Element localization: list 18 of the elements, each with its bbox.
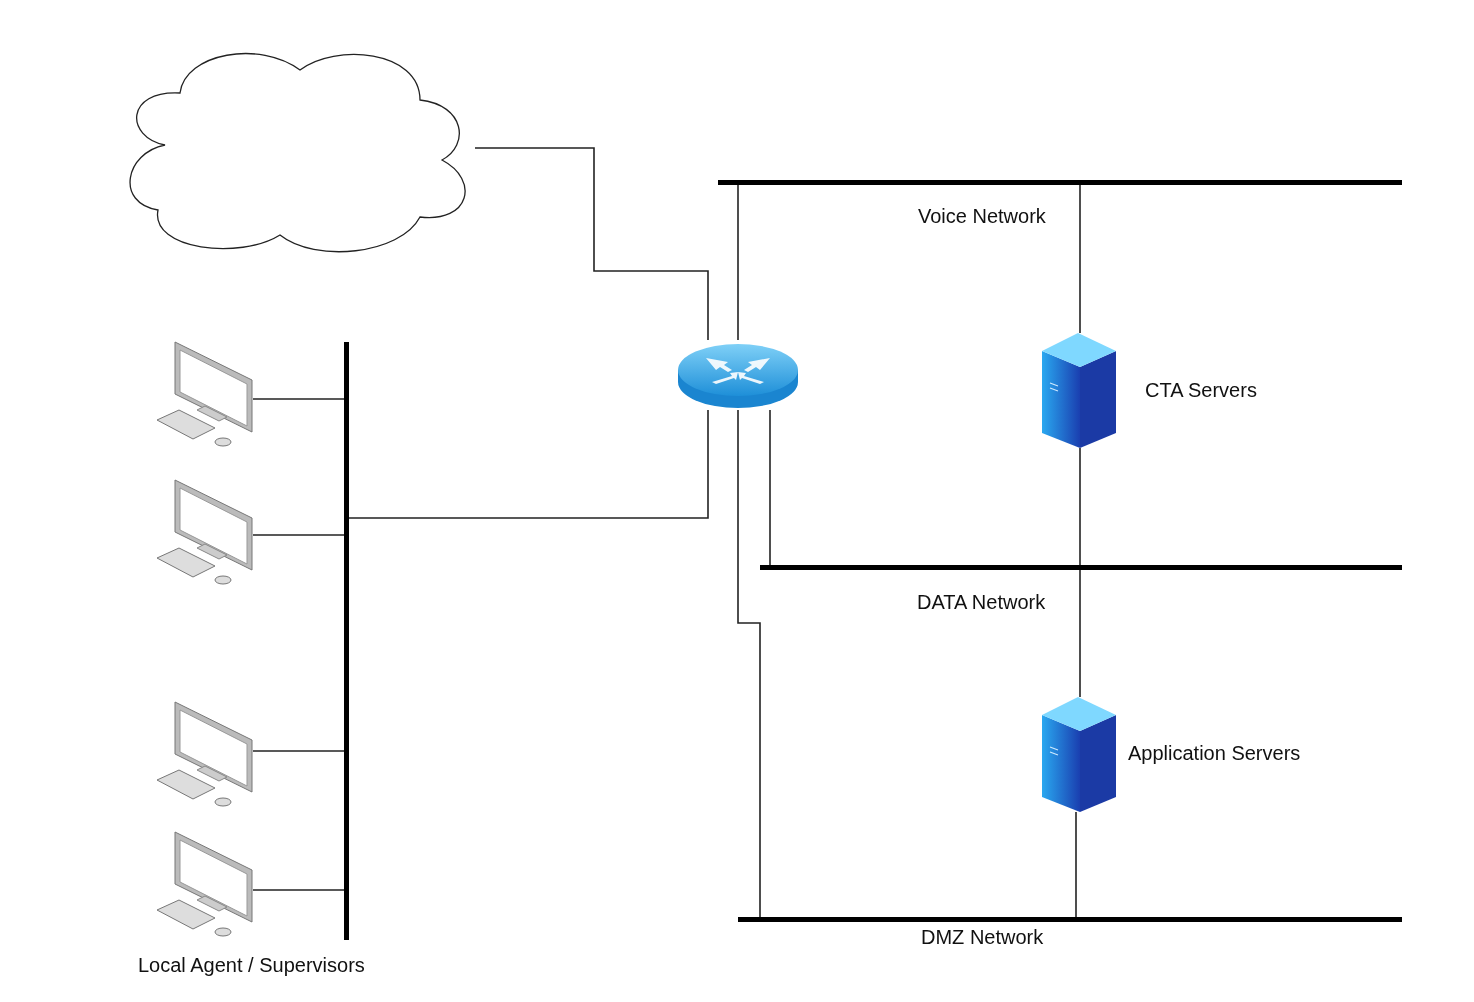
network-cable	[252, 889, 345, 891]
network-cable	[1079, 184, 1081, 334]
network-label: Voice Network	[918, 205, 1046, 228]
network-cable	[737, 409, 761, 918]
group-caption: Local Agent / Supervisors	[138, 954, 365, 977]
network-label: DMZ Network	[921, 926, 1044, 949]
server-label: CTA Servers	[1145, 379, 1257, 402]
network-label: DATA Network	[917, 591, 1046, 614]
server-label: Application Servers	[1128, 742, 1301, 765]
network-cable	[252, 534, 345, 536]
network-cable	[1075, 811, 1077, 918]
network-cable	[348, 409, 709, 519]
network-cable	[737, 184, 739, 341]
network-cable	[769, 409, 771, 566]
network-cable	[252, 398, 345, 400]
network-cable	[1079, 447, 1081, 698]
network-cable	[252, 750, 345, 752]
network-cable	[474, 147, 709, 341]
